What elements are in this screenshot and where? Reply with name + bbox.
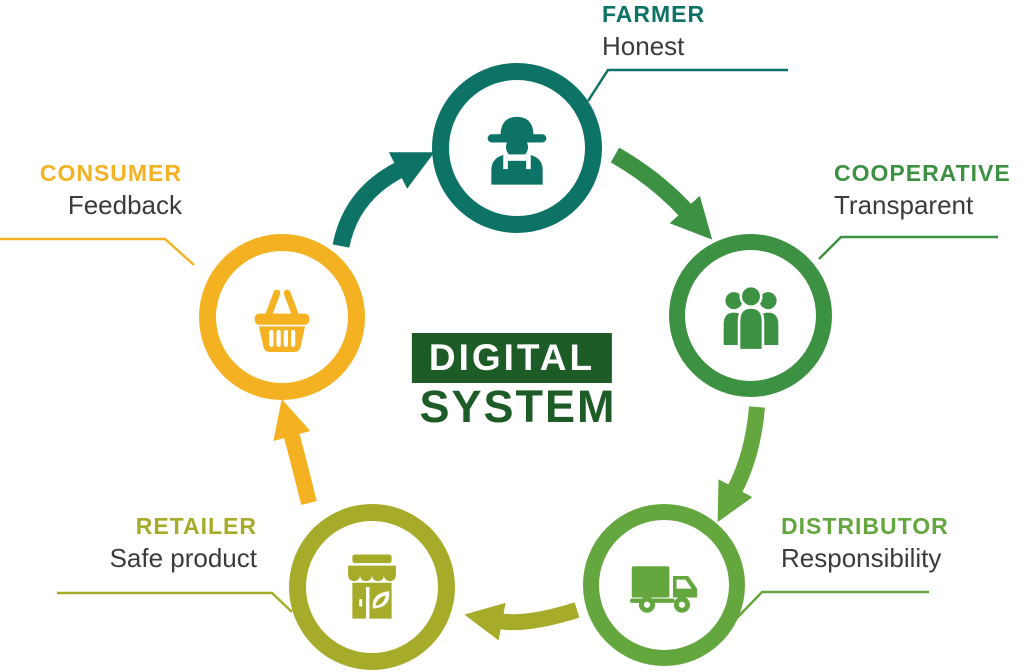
consumer-label: CONSUMER: [39, 160, 182, 186]
retailer-label-block: RETAILER Safe product: [109, 513, 257, 574]
node-retailer: [289, 504, 455, 670]
arrow-distributor-to-retailer: [464, 602, 580, 641]
delivery-truck-icon: [629, 566, 698, 613]
distributor-tagline: Responsibility: [781, 543, 942, 574]
farmer-tagline: Honest: [602, 31, 685, 62]
digital-title-badge: DIGITAL: [411, 333, 613, 383]
connector-farmer-label: [586, 68, 788, 102]
cooperative-tagline: Transparent: [834, 190, 974, 221]
people-group-icon: [723, 284, 778, 351]
consumer-tagline: Feedback: [67, 190, 182, 221]
arrow-retailer-to-consumer: [273, 399, 317, 505]
arrow-consumer-to-farmer: [332, 152, 435, 248]
retailer-label: RETAILER: [135, 513, 257, 539]
connector-retailer-label: [57, 591, 293, 613]
distributor-label: DISTRIBUTOR: [781, 513, 949, 539]
connector-distributor-label: [735, 590, 929, 620]
distributor-label-block: DISTRIBUTOR Responsibility: [781, 513, 949, 574]
consumer-label-block: CONSUMER Feedback: [39, 160, 182, 221]
shopping-basket-icon: [254, 289, 310, 353]
farmer-label-block: FARMER Honest: [602, 1, 706, 62]
arrow-cooperative-to-distributor: [717, 406, 765, 523]
connector-consumer-label: [0, 237, 195, 266]
retailer-tagline: Safe product: [109, 543, 257, 574]
node-distributor: [583, 504, 745, 666]
node-cooperative: [669, 234, 832, 397]
farmer-label: FARMER: [602, 1, 706, 27]
arrow-farmer-to-cooperative: [610, 147, 713, 240]
cooperative-label: COOPERATIVE: [834, 160, 1011, 186]
cooperative-label-block: COOPERATIVE Transparent: [834, 160, 1011, 221]
storefront-icon: [348, 554, 396, 619]
node-farmer: [432, 63, 602, 233]
connector-cooperative-label: [818, 235, 998, 260]
system-title-text: SYSTEM: [419, 381, 617, 432]
farmer-icon: [487, 116, 547, 185]
node-consumer: [199, 234, 365, 400]
